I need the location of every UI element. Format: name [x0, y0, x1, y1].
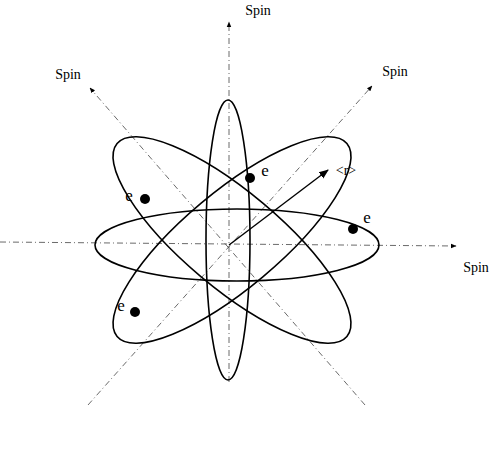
electron-label: e [125, 187, 133, 204]
orbit [86, 107, 378, 373]
spin-label: Spin [382, 65, 408, 79]
electron-dot [245, 173, 255, 183]
spin-axis [229, 22, 230, 382]
electron-label: e [363, 209, 371, 226]
spin-label: Spin [463, 261, 489, 275]
electron-dot [140, 194, 150, 204]
radius-label: <r> [336, 164, 356, 178]
electron-dot [130, 307, 140, 317]
spin-axis [88, 86, 372, 405]
electron-dot [348, 224, 358, 234]
spin-label: Spin [55, 68, 81, 82]
spin-label: Spin [245, 4, 271, 18]
electron-label: e [261, 162, 269, 179]
electron-label: e [117, 297, 125, 314]
spin-axis [90, 88, 365, 405]
orbit [86, 107, 378, 373]
spin-axis [0, 242, 456, 246]
orbit [206, 100, 250, 380]
radius-arrow [229, 170, 328, 245]
